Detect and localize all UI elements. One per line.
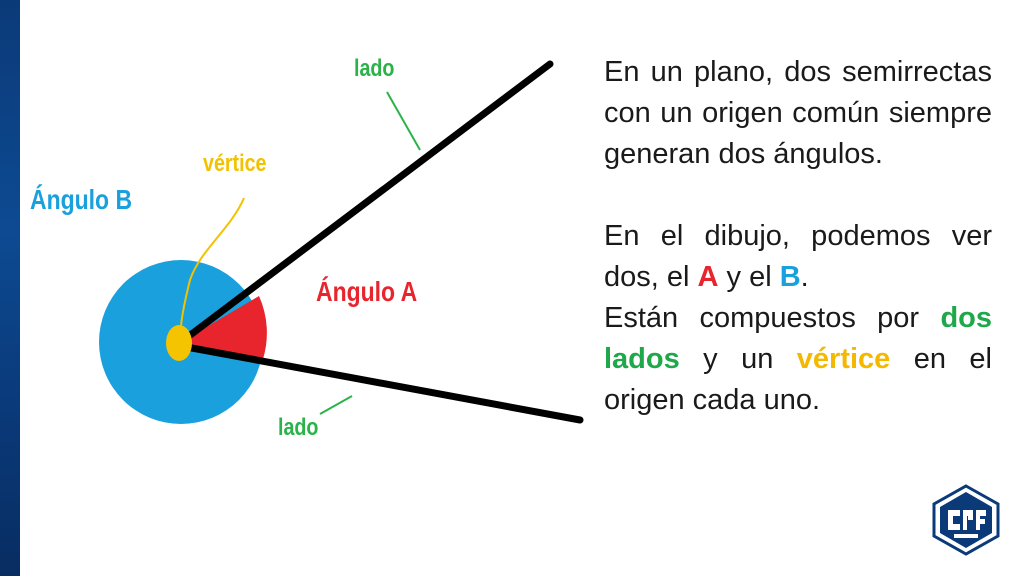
para3-text-c: y un (679, 343, 797, 375)
side-top-leader (386, 91, 421, 151)
angle-diagram-svg (99, 60, 584, 424)
vertex-ref: vértice (796, 343, 891, 375)
side-top-label: lado (354, 55, 395, 82)
para2-text-e: . (800, 261, 809, 293)
angle-a-region (181, 296, 267, 359)
two-sides-ref: dos lados (604, 302, 992, 375)
para3-text-a: Están compuestos por (604, 302, 941, 334)
paragraph-3: Están compuestos por dos lados y un vért… (604, 298, 992, 421)
ray-lower (177, 342, 584, 424)
side-bottom-leader (319, 395, 353, 415)
para3-text-e: en el origen cada uno. (604, 343, 992, 416)
paragraph-1: En un plano, dos semirrectas con un orig… (604, 56, 992, 170)
explanation-text: En un plano, dos semirrectas con un orig… (604, 52, 992, 421)
angle-b-label: Ángulo B (30, 184, 133, 215)
vertex-dot (166, 325, 192, 361)
angle-a-label: Ángulo A (316, 276, 418, 307)
angle-diagram: Ángulo B Ángulo A vértice lado lado (30, 55, 584, 441)
vertex-leader (180, 197, 245, 327)
angle-b-ref: B (779, 261, 801, 293)
angle-a-ref: A (697, 261, 719, 293)
logo-icon (932, 484, 1000, 556)
para2-text-a: En el dibujo, podemos ver dos, el (604, 220, 992, 293)
paragraph-2: En el dibujo, podemos ver dos, el A y el… (604, 216, 992, 298)
left-accent-bar (0, 0, 20, 576)
side-bottom-label: lado (278, 414, 319, 441)
vertex-label: vértice (203, 150, 267, 177)
para2-text-c: y el (718, 261, 780, 293)
ray-upper (177, 60, 554, 346)
